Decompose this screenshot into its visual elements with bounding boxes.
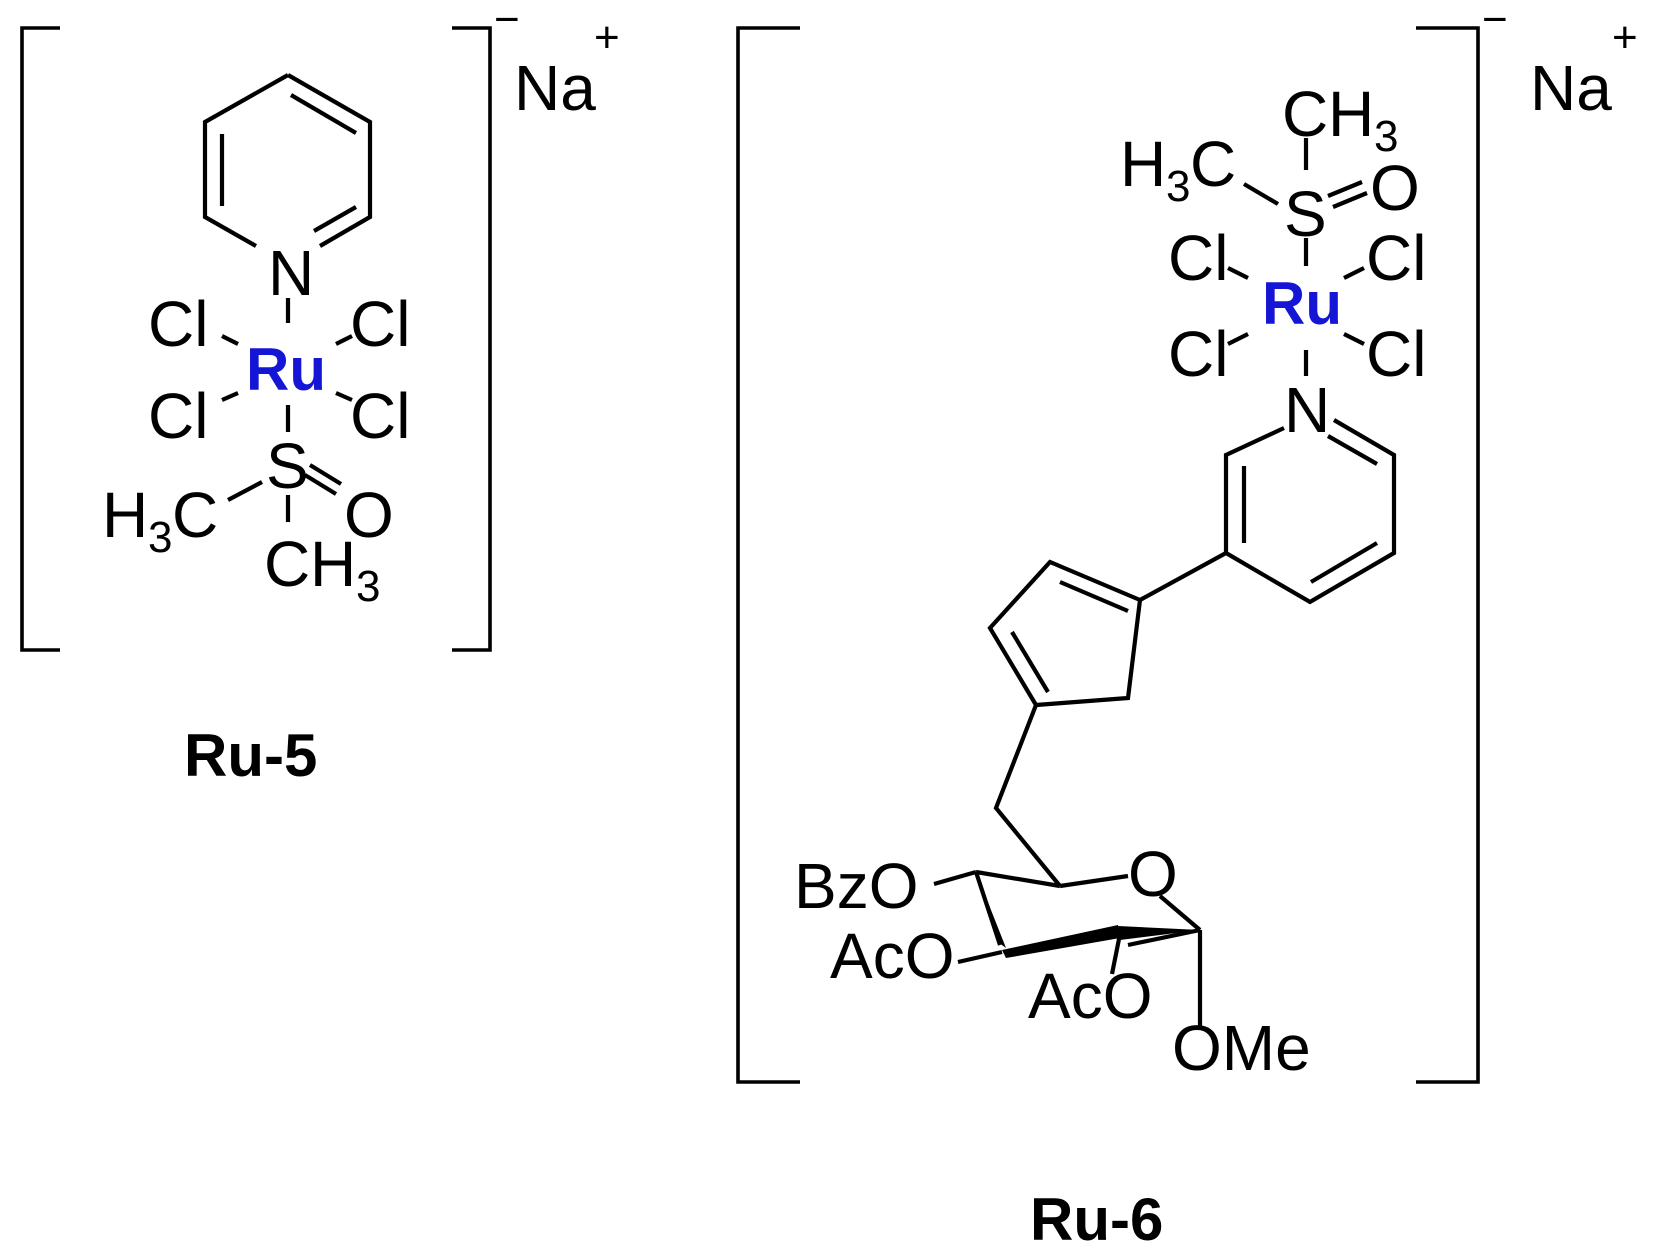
chloride-atom: Cl [350, 288, 410, 360]
compound-label-ru6: Ru-6 [1030, 1186, 1163, 1253]
ruthenium-atom: Ru [246, 336, 326, 403]
cation-charge: + [1612, 13, 1638, 62]
benzoyloxy-group: BzO [794, 850, 918, 922]
acetoxy-group: AcO [1028, 960, 1152, 1032]
coordination-bonds-ru6 [1227, 266, 1365, 376]
pyridine-ring-ru6 [1223, 418, 1397, 605]
sodium-cation: Na [1530, 52, 1612, 124]
methoxy-group: OMe [1172, 1012, 1311, 1084]
cation-charge: + [594, 13, 620, 62]
ring-oxygen-atom: O [1128, 838, 1178, 910]
pyranose-ring [974, 869, 1202, 958]
sodium-cation: Na [514, 52, 596, 124]
chloride-atom: Cl [1366, 222, 1426, 294]
chloride-atom: Cl [1168, 222, 1228, 294]
chloride-atom: Cl [148, 380, 208, 452]
right-bracket-ru5 [452, 26, 492, 652]
aryl-bond [1138, 551, 1228, 602]
dmso-bonds-ru6 [1242, 138, 1368, 266]
oxygen-atom: O [1370, 152, 1420, 224]
methyl-group: H3C [102, 479, 218, 562]
methyl-group: CH3 [1282, 78, 1398, 161]
sulfur-atom: S [266, 430, 309, 502]
nitrogen-atom: N [268, 237, 314, 309]
acetoxy-group: AcO [830, 920, 954, 992]
ruthenium-atom: Ru [1262, 270, 1342, 337]
cyclopentadiene-ring [987, 559, 1143, 708]
nitrogen-atom: N [1284, 374, 1330, 446]
compound-label-ru5: Ru-5 [184, 722, 317, 789]
left-bracket-ru5 [20, 26, 60, 652]
pyridine-ring-ru5 [202, 73, 373, 248]
anion-charge: − [494, 0, 520, 44]
coordination-bonds-ru5 [221, 298, 353, 432]
substituent-bonds [933, 869, 1203, 1028]
sulfur-atom: S [1284, 178, 1327, 250]
oxygen-atom: O [344, 479, 394, 551]
dmso-bonds-ru5 [227, 463, 343, 522]
chloride-atom: Cl [1168, 318, 1228, 390]
chloride-atom: Cl [1366, 318, 1426, 390]
chloride-atom: Cl [148, 288, 208, 360]
methylene-linker [993, 704, 1062, 888]
complex-ru6: Ru Cl Cl Cl Cl N S O CH3 H3C O BzO AcO A… [736, 0, 1638, 1253]
methyl-group: CH3 [264, 528, 380, 611]
left-bracket-ru6 [736, 26, 800, 1084]
complex-ru5: N Ru Cl Cl Cl Cl S O H3C CH3 − Na + Ru-5 [20, 0, 620, 789]
chloride-atom: Cl [350, 380, 410, 452]
right-bracket-ru6 [1416, 26, 1480, 1084]
anion-charge: − [1482, 0, 1508, 44]
methyl-group: H3C [1120, 128, 1236, 211]
